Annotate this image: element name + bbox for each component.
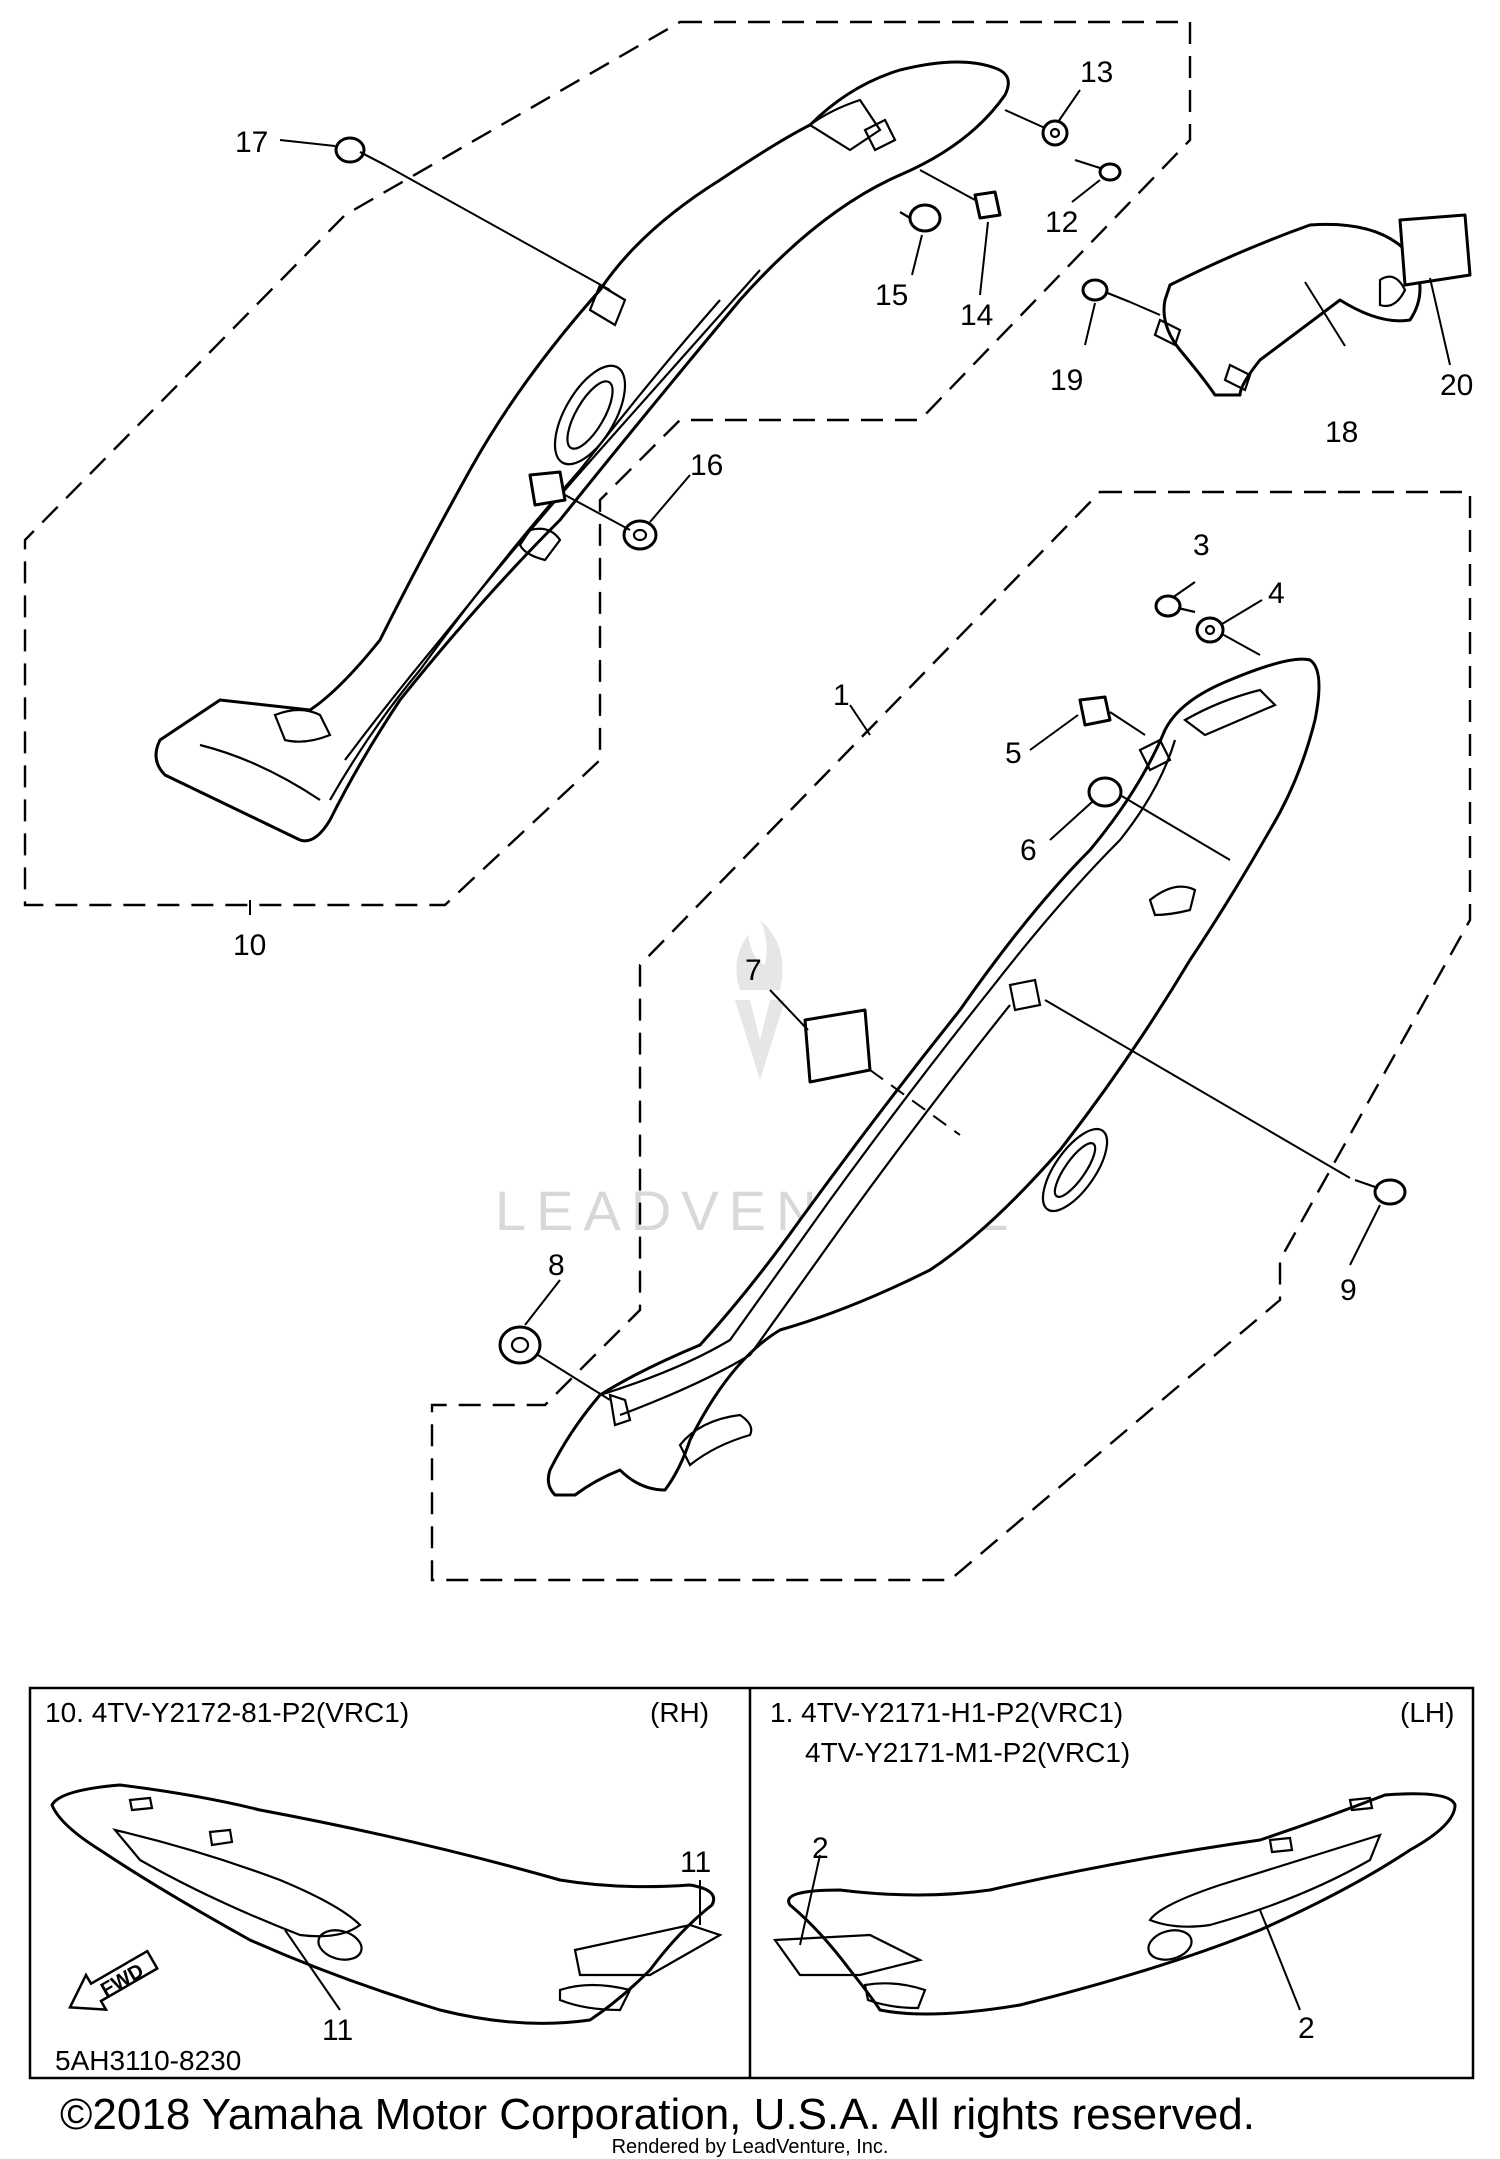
damper-8 bbox=[498, 1325, 542, 1365]
group-1-boundary bbox=[430, 490, 1472, 1582]
inset-lh-cover bbox=[772, 1792, 1457, 2016]
inset-lh-callout-b: 2 bbox=[1298, 2012, 1315, 2045]
label-sticker bbox=[1398, 213, 1472, 287]
callout-18: 18 bbox=[1325, 416, 1358, 449]
callout-3: 3 bbox=[1193, 529, 1210, 562]
callout-20: 20 bbox=[1440, 369, 1473, 402]
callout-7: 7 bbox=[745, 954, 762, 987]
callout-16: 16 bbox=[690, 449, 723, 482]
bolt-9 bbox=[1354, 1178, 1407, 1206]
diagram-code: 5AH3110-8230 bbox=[55, 2045, 241, 2076]
screw-12 bbox=[1074, 158, 1122, 182]
seat-cowl bbox=[1153, 222, 1422, 397]
callout-4: 4 bbox=[1268, 577, 1285, 610]
bolt-19 bbox=[1081, 278, 1131, 304]
bolt-17 bbox=[334, 136, 386, 166]
callout-17: 17 bbox=[235, 126, 268, 159]
grommet-15 bbox=[899, 203, 942, 233]
callout-10: 10 bbox=[233, 929, 266, 962]
label-7 bbox=[803, 1008, 872, 1084]
inset-rh-callout-b: 11 bbox=[322, 2014, 353, 2047]
callout-12: 12 bbox=[1045, 206, 1078, 239]
side-cover-rh bbox=[154, 60, 1010, 843]
rendered-by-note: Rendered by LeadVenture, Inc. bbox=[611, 2136, 889, 2158]
inset-lh-leader-a bbox=[799, 1854, 821, 1946]
inset-lh-callout-a: 2 bbox=[812, 1832, 829, 1865]
copyright-notice: ©2018 Yamaha Motor Corporation, U.S.A. A… bbox=[60, 2090, 1255, 2139]
callout-1: 1 bbox=[833, 679, 850, 712]
callout-leaders bbox=[249, 89, 1451, 1326]
screw-3 bbox=[1154, 594, 1196, 618]
inset-lh-side: (LH) bbox=[1400, 1697, 1454, 1728]
inset-rh-heading: 10. 4TV-Y2172-81-P2(VRC1) bbox=[45, 1697, 409, 1728]
inset-lh-leader-b bbox=[1259, 1909, 1301, 2011]
washer-13 bbox=[1041, 119, 1069, 147]
inset-rh-side: (RH) bbox=[650, 1697, 709, 1728]
callout-19: 19 bbox=[1050, 364, 1083, 397]
inset-rh-cover bbox=[50, 1783, 723, 2025]
side-cover-lh bbox=[546, 657, 1321, 1497]
callout-8: 8 bbox=[548, 1249, 565, 1282]
washer-4 bbox=[1195, 616, 1225, 644]
group-10-boundary bbox=[23, 20, 1192, 907]
clip-rh bbox=[528, 470, 567, 507]
callout-15: 15 bbox=[875, 279, 908, 312]
grommet-6 bbox=[1087, 776, 1123, 808]
nut-14 bbox=[973, 190, 1002, 220]
callout-9: 9 bbox=[1340, 1274, 1357, 1307]
inset-lh-heading-1: 1. 4TV-Y2171-H1-P2(VRC1) bbox=[770, 1697, 1123, 1728]
inset-lh-heading-2: 4TV-Y2171-M1-P2(VRC1) bbox=[805, 1737, 1130, 1768]
nut-5 bbox=[1078, 695, 1112, 727]
damper-16 bbox=[622, 519, 658, 551]
callout-14: 14 bbox=[960, 299, 993, 332]
callout-13: 13 bbox=[1080, 56, 1113, 89]
watermark-logo bbox=[735, 920, 785, 1080]
assembly-lines bbox=[384, 109, 1351, 1401]
callout-5: 5 bbox=[1005, 737, 1022, 770]
callout-6: 6 bbox=[1020, 834, 1037, 867]
inset-rh-leader-b bbox=[284, 1929, 341, 2011]
inset-rh-callout-a: 11 bbox=[680, 1846, 711, 1879]
